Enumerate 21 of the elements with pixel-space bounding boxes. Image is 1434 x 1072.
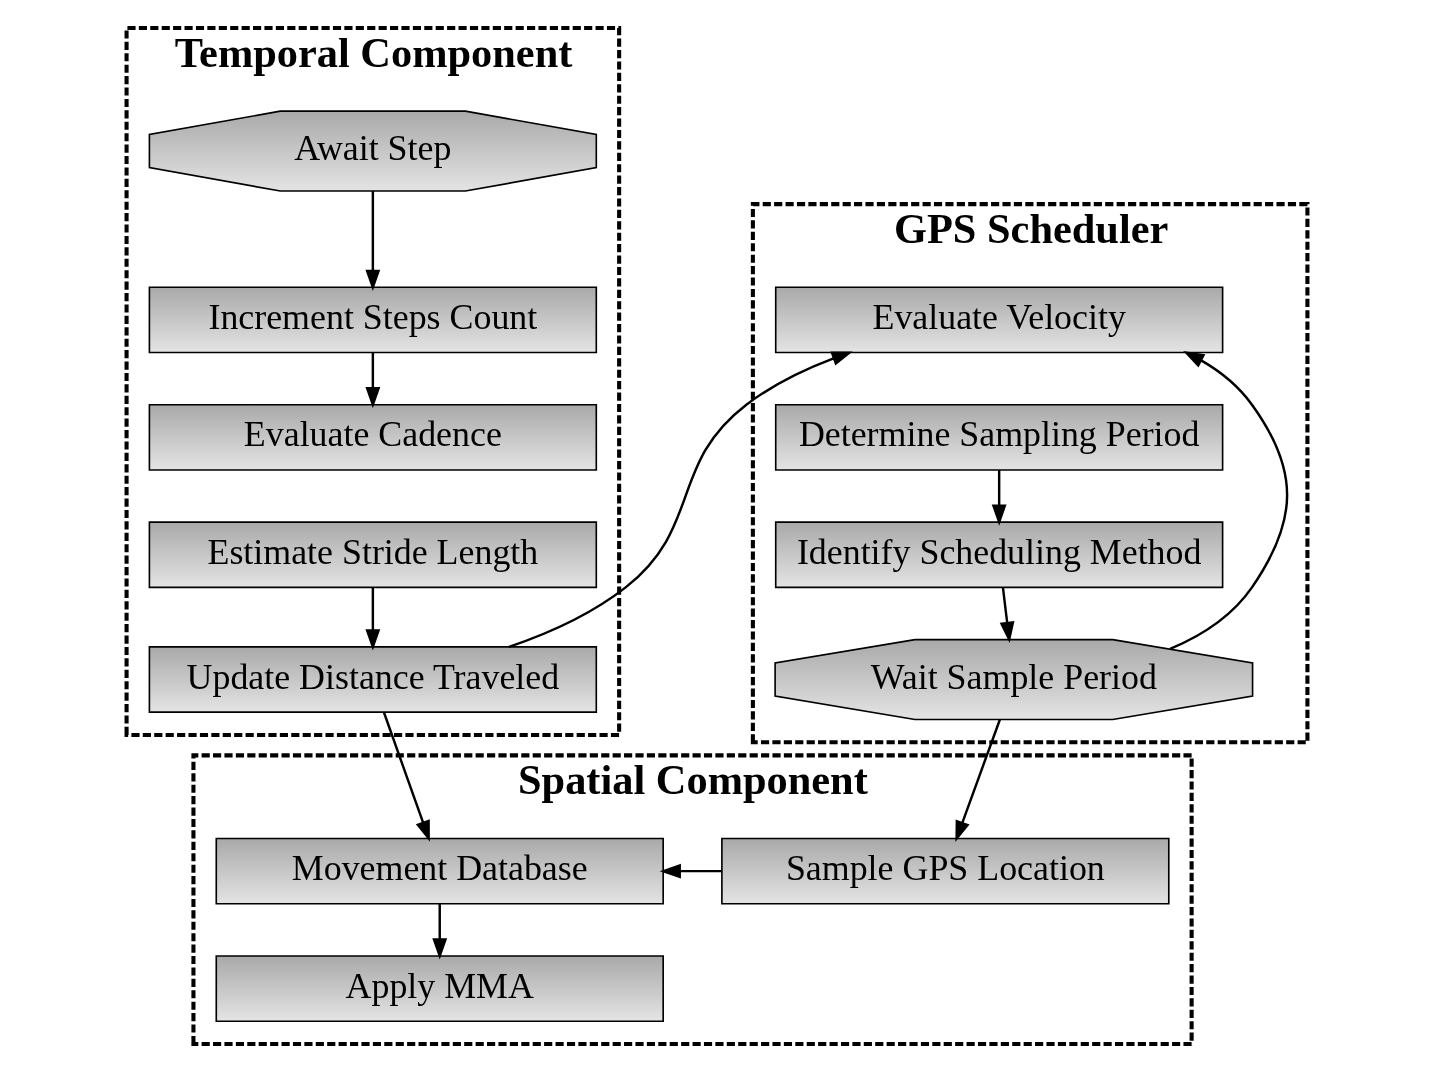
node-box: Evaluate Cadence xyxy=(148,403,598,471)
node-box: Estimate Stride Length xyxy=(148,521,598,589)
arrow xyxy=(955,719,1001,842)
arrow xyxy=(508,351,853,649)
node-box: Increment Steps Count xyxy=(148,286,598,354)
arrow xyxy=(365,352,381,409)
arrow xyxy=(999,587,1015,643)
node-box: Movement Database xyxy=(215,837,664,905)
node-box: Sample GPS Location xyxy=(721,837,1170,905)
arrow xyxy=(659,863,722,879)
arrow xyxy=(382,711,430,842)
node-box: Evaluate Velocity xyxy=(774,286,1224,354)
arrow xyxy=(432,904,448,960)
node-box: Update Distance Traveled xyxy=(148,646,598,713)
arrow xyxy=(1169,351,1289,651)
arrow xyxy=(365,191,381,291)
arrow xyxy=(365,587,381,651)
node-box: Apply MMA xyxy=(215,955,664,1022)
node-box: Identify Scheduling Method xyxy=(774,521,1224,589)
node-box: Determine Sampling Period xyxy=(774,403,1224,471)
arrow xyxy=(991,470,1007,526)
